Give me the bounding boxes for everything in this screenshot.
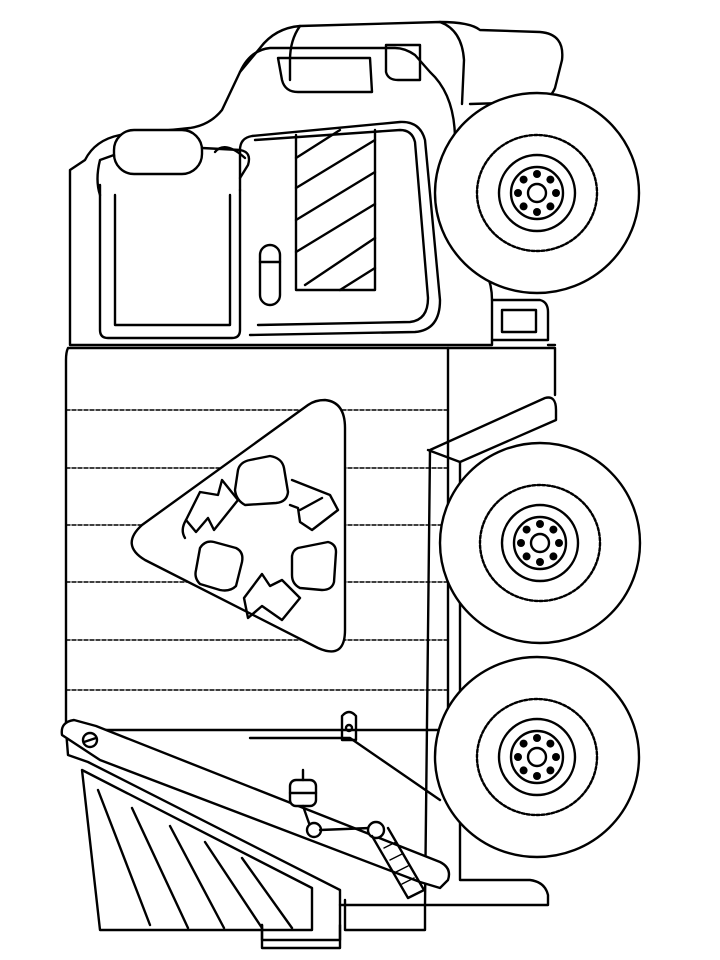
cab-door (98, 183, 242, 340)
lug-nut (522, 525, 531, 534)
lug-nut (522, 552, 531, 561)
lug-nut (552, 189, 560, 197)
lug-nut (552, 753, 560, 761)
truck-body (64, 346, 558, 907)
lug-nut (546, 766, 555, 775)
lug-nut (533, 734, 541, 742)
side-mirror (96, 128, 251, 197)
lug-nut (514, 753, 522, 761)
loader-grille (80, 768, 314, 932)
rear-loader (60, 710, 451, 950)
lug-nut (519, 175, 528, 184)
wheel-lug-nuts (514, 170, 563, 780)
cab-window (294, 128, 377, 292)
lug-nut (546, 175, 555, 184)
rear-wheel (433, 655, 641, 859)
middle-wheel (438, 441, 642, 645)
lug-nut (536, 558, 544, 566)
lug-nut (536, 520, 544, 528)
cab-vent (384, 43, 422, 82)
lug-nut (533, 772, 541, 780)
lug-nut (549, 552, 558, 561)
rear-bumper (260, 923, 342, 950)
cab-window-strip (276, 56, 374, 94)
lug-nut (549, 525, 558, 534)
recycling-icon (130, 398, 347, 653)
lug-nut (519, 202, 528, 211)
lug-nut (533, 170, 541, 178)
lug-nut (533, 208, 541, 216)
lug-nut (517, 539, 525, 547)
front-wheel (433, 91, 641, 295)
container (64, 346, 450, 732)
lug-nut (519, 739, 528, 748)
door-handle (258, 243, 282, 307)
lift-arm (60, 718, 451, 890)
lug-nut (555, 539, 563, 547)
lug-nut (514, 189, 522, 197)
truck-cab (68, 20, 564, 347)
lug-nut (546, 202, 555, 211)
lug-nut (519, 766, 528, 775)
chassis-frame (423, 396, 558, 907)
hydraulic-cylinder (288, 768, 426, 900)
lug-nut (546, 739, 555, 748)
front-bumper (490, 298, 550, 342)
